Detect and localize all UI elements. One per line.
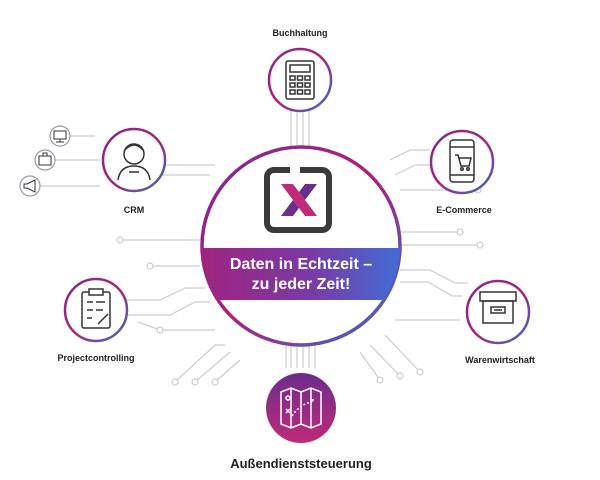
central-hub [200,145,402,347]
megaphone-icon [23,179,36,193]
calculator-icon [285,60,315,100]
circuit-dots [116,186,484,386]
monitor-icon [53,130,67,143]
label-ecommerce: E-Commerce [436,205,492,215]
hub-banner-line1: Daten in Echtzeit – [229,256,373,273]
briefcase-icon [38,152,52,166]
node-aussendienst [266,373,336,443]
node-buchhaltung [267,47,333,113]
node-crm [101,127,167,193]
label-crm: CRM [123,205,145,215]
storage-box-icon [479,291,517,324]
node-ecommerce [429,129,495,195]
node-projectcontrolling [63,277,129,343]
hub-banner: Daten in Echtzeit – zu jeder Zeit! [200,250,402,300]
map-icon [280,387,322,429]
person-icon [117,143,151,181]
hub-banner-line2: zu jeder Zeit! [251,276,351,293]
label-warenwirtschaft: Warenwirtschaft [465,355,535,365]
label-buchhaltung: Buchhaltung [272,28,328,38]
label-aussendienst: Außendienststeuerung [230,456,372,471]
node-warenwirtschaft [465,279,531,345]
label-projectcontrolling: Projectcontrolling [57,353,135,363]
logo-icon [264,167,332,233]
smartphone-cart-icon [449,139,475,183]
clipboard-icon [81,288,111,329]
